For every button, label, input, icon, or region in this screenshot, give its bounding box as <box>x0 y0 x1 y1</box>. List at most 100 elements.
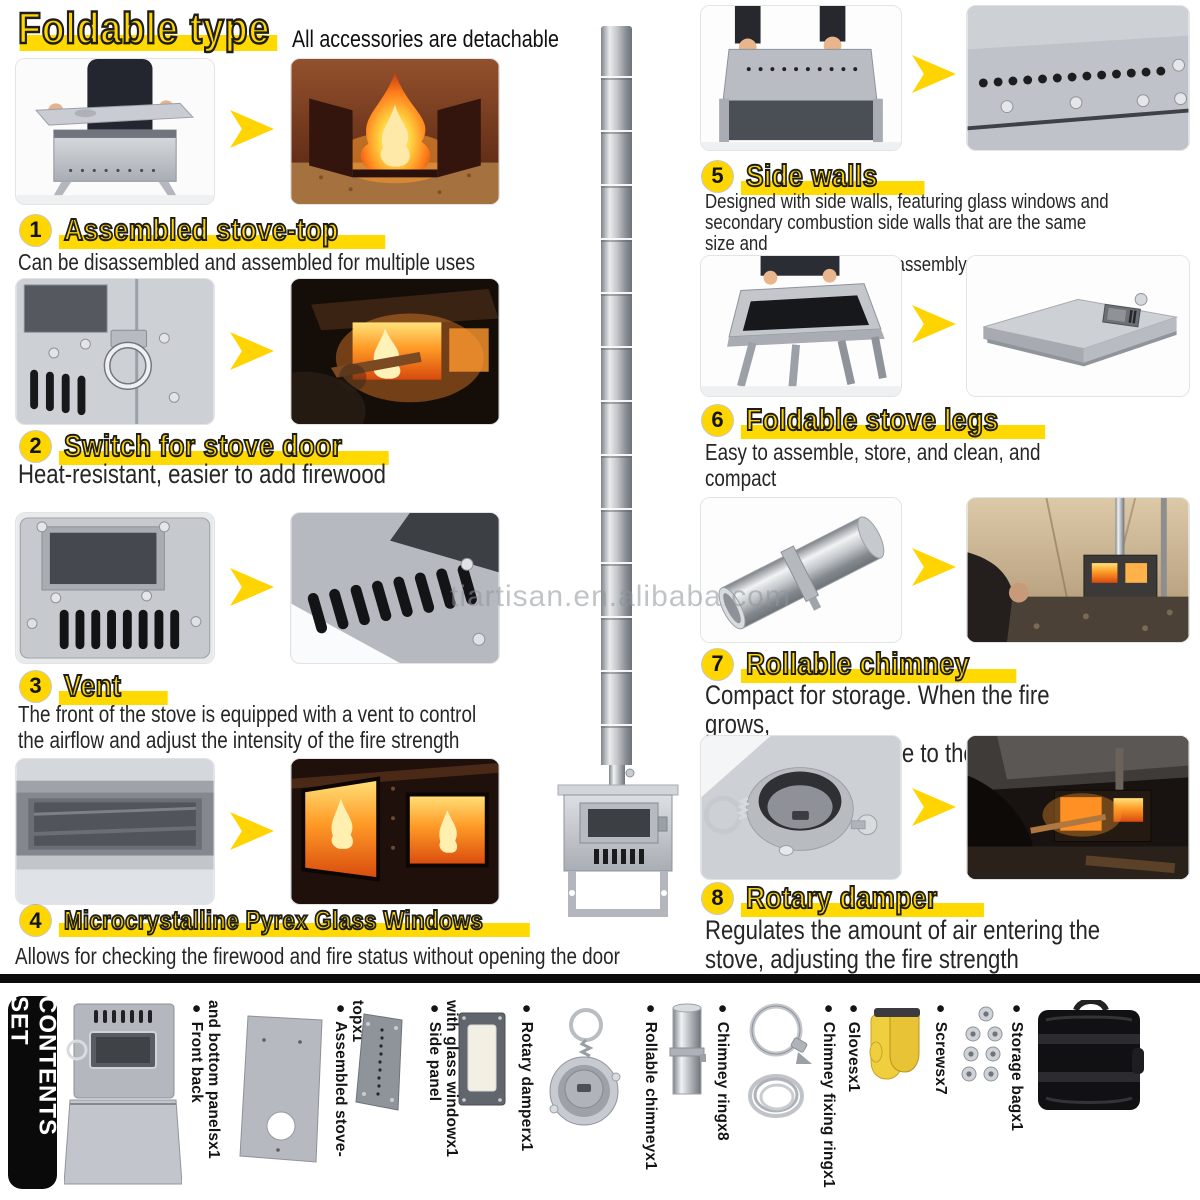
folding-legs-illustration <box>701 256 901 396</box>
item-label: ● Glovesx1 <box>845 1000 862 1093</box>
feature4-desc: Allows for checking the firewood and fir… <box>15 943 620 969</box>
section-divider <box>0 974 1200 983</box>
feature1-desc: Can be disassembled and assembled for mu… <box>18 249 476 275</box>
item-storage-bag-photo <box>1032 1000 1146 1118</box>
item-label: ● Side panel with glass windowx1 <box>426 1000 460 1158</box>
arrow-right-icon <box>230 812 274 850</box>
feature8-photo-before <box>700 735 902 880</box>
feature7-title: Rollable chimney <box>740 645 1017 683</box>
feature2-photo-after <box>290 278 500 425</box>
item-glass-window-panel-photo <box>456 1010 508 1108</box>
item-perforated-side-panel-photo <box>352 1010 410 1114</box>
feature7-heading: 7 Rollable chimney <box>702 645 1017 683</box>
feature4-number-badge: 4 <box>20 905 51 936</box>
feature5-title: Side walls <box>740 157 925 195</box>
arrow-right-icon <box>230 568 274 606</box>
burning-stove-box-illustration <box>291 59 499 204</box>
page-title: Foldable type <box>17 3 315 54</box>
chimney-tube-illustration <box>669 1003 706 1095</box>
perforated-panel-illustration <box>355 1013 403 1111</box>
feature4-title: Microcrystalline Pyrex Glass Windows <box>58 904 531 937</box>
feature6-photo-before <box>700 255 902 397</box>
item-gloves-photo <box>866 1000 928 1092</box>
feature4-photo-after <box>290 758 500 905</box>
stove-in-tent-illustration <box>967 498 1189 642</box>
feature3-title: Vent <box>58 667 169 705</box>
glass-panel-illustration <box>458 1012 506 1106</box>
item-screws-photo <box>956 1002 1012 1094</box>
feature6-heading: 6 Foldable stove legs <box>702 401 1046 439</box>
item-rollable-chimney-photo <box>666 1000 708 1100</box>
feature8-number-badge: 8 <box>702 882 733 914</box>
item-label: ● Chimney fixing ringx1 <box>820 1000 837 1188</box>
feature3-photo-before <box>15 512 215 664</box>
item-label: ● Front back and bottom panelsx1 <box>188 1000 222 1159</box>
feature6-photo-after <box>966 255 1190 397</box>
arrow-right-icon <box>230 110 274 148</box>
feature6-desc: Easy to assemble, store, and clean, and … <box>705 439 1041 491</box>
feature1-heading: 1 Assembled stove-top <box>20 211 387 249</box>
feature1-title: Assembled stove-top <box>58 211 386 249</box>
feature7-photo-after <box>966 497 1190 643</box>
feature6-title: Foldable stove legs <box>740 401 1046 439</box>
feature3-desc: The front of the stove is equipped with … <box>18 701 477 753</box>
storage-bag-illustration <box>1038 1000 1144 1110</box>
clamp-and-coil-illustration <box>748 1003 812 1118</box>
feature5-desc: Designed with side walls, featuring glas… <box>705 190 1109 276</box>
feature5-photo-after <box>966 5 1190 151</box>
feature5-heading: 5 Side walls <box>702 157 925 195</box>
gloves-illustration <box>869 1008 920 1080</box>
feature6-number-badge: 6 <box>702 404 733 436</box>
feature8-photo-after <box>966 735 1190 880</box>
page-title-text: Foldable type <box>17 3 277 54</box>
stove-top-assembly-illustration <box>16 59 214 204</box>
watermark: tiartisan.en.alibaba.com <box>450 580 791 613</box>
item-label: ● Chimney ringx8 <box>714 1000 731 1141</box>
tagline: All accessories are detachable <box>292 26 559 53</box>
item-front-back-bottom-panels-photo <box>64 998 182 1188</box>
glowing-glass-windows-illustration <box>291 759 499 904</box>
arrow-right-icon <box>230 332 274 370</box>
item-chimney-rings-photo <box>740 1000 816 1126</box>
feature5-photo-before <box>700 5 902 151</box>
panels-illustration <box>64 1003 182 1185</box>
feature7-number-badge: 7 <box>702 648 733 680</box>
feature8-desc: Regulates the amount of air entering the… <box>705 915 1101 975</box>
folded-flat-stove-illustration <box>967 256 1189 396</box>
vent-closeup-illustration <box>291 513 499 663</box>
feature5-number-badge: 5 <box>702 160 733 192</box>
rolled-chimney-illustration <box>701 498 901 642</box>
arrow-right-icon <box>912 548 956 586</box>
stove-door-latch-illustration <box>16 279 214 424</box>
glass-window-strip-illustration <box>16 759 214 904</box>
feature2-number-badge: 2 <box>20 430 51 462</box>
item-label: ● Rotary damperx1 <box>518 1000 535 1152</box>
feature1-photo-before <box>15 58 215 205</box>
vent-panel-illustration <box>16 513 214 663</box>
arrow-right-icon <box>912 55 956 93</box>
side-wall-insert-illustration <box>701 6 901 150</box>
feature3-heading: 3 Vent <box>20 667 169 705</box>
feature3-number-badge: 3 <box>20 670 51 702</box>
stove-with-chimney-photo <box>550 765 686 920</box>
stove-top-panel-illustration <box>239 1015 323 1163</box>
perforated-wall-closeup-illustration <box>967 6 1189 150</box>
item-rotary-damper-photo <box>540 1005 626 1135</box>
chimney-pipe-photo <box>601 26 632 778</box>
arrow-right-icon <box>912 788 956 826</box>
item-label: ● Storage bagx1 <box>1008 1000 1025 1132</box>
stove-illustration <box>557 765 679 917</box>
feature2-photo-before <box>15 278 215 425</box>
feature2-desc: Heat-resistant, easier to add firewood <box>18 459 386 489</box>
feature2-heading: 2 Switch for stove door <box>20 427 391 465</box>
feature3-photo-after <box>290 512 500 664</box>
rotary-damper-closeup-illustration <box>701 736 901 879</box>
feature7-photo-before <box>700 497 902 643</box>
feature2-title: Switch for stove door <box>58 427 390 465</box>
item-label: ● Assembled stove-topx1 <box>332 1000 366 1157</box>
feature1-number-badge: 1 <box>20 214 51 246</box>
set-contents-badge: SET CONTENTS <box>6 996 61 1189</box>
adding-firewood-illustration <box>291 279 499 424</box>
feature8-title: Rotary damper <box>740 879 985 917</box>
